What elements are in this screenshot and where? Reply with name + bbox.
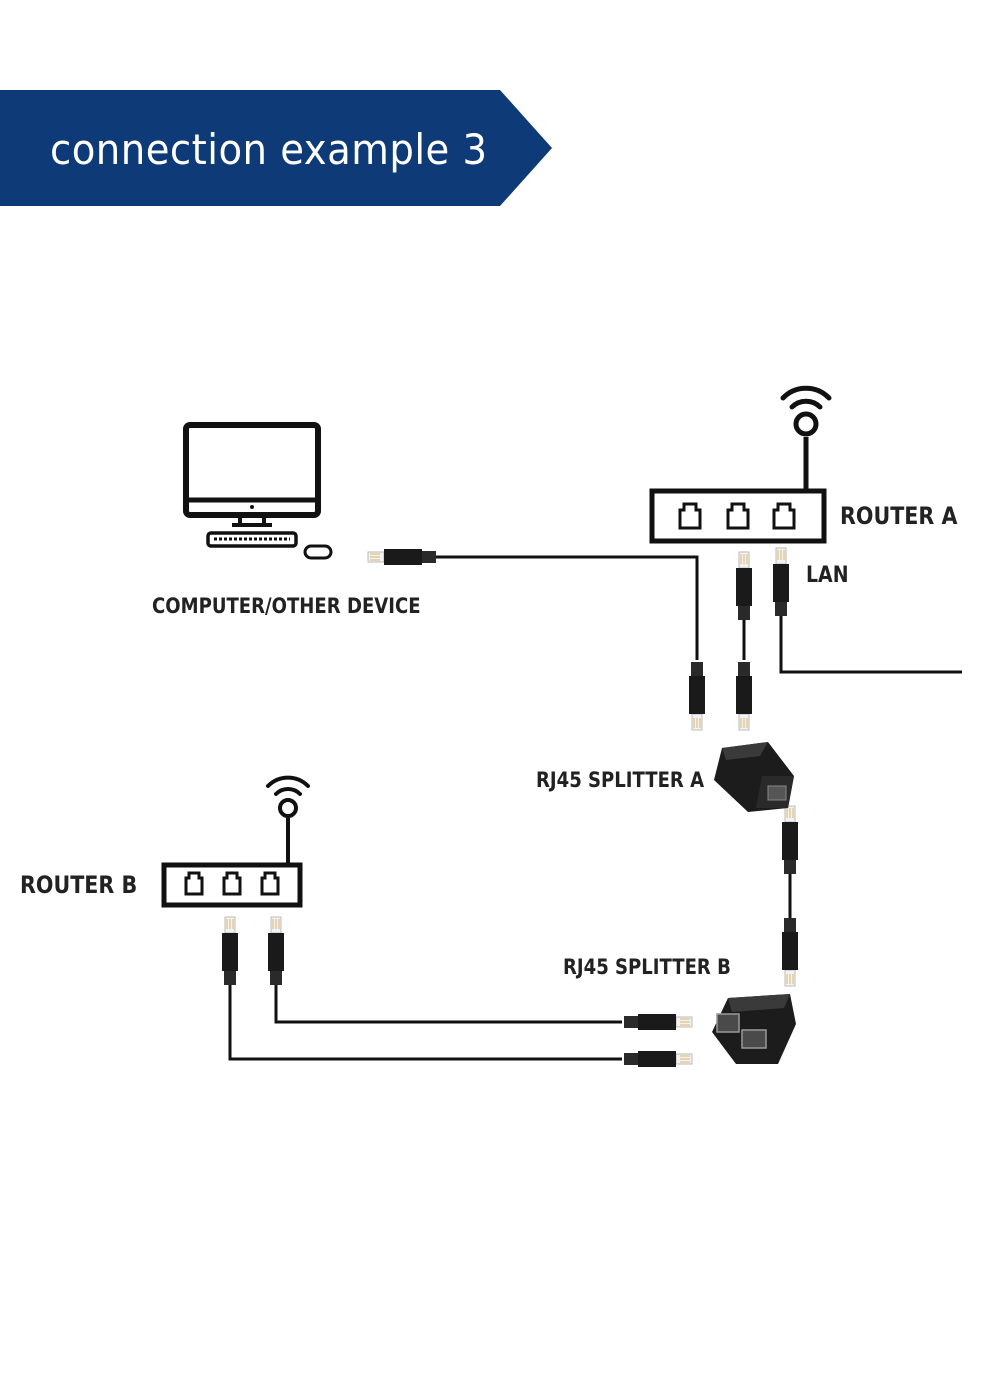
rj45-plug-icon — [368, 549, 436, 565]
computer-icon — [183, 422, 333, 560]
splitter-b-label: RJ45 SPLITTER B — [563, 955, 731, 979]
rj45-plug-icon — [781, 805, 799, 875]
splitter-a-label: RJ45 SPLITTER A — [536, 768, 705, 792]
rj45-splitter-a-icon — [714, 742, 794, 812]
rj45-plug-icon — [624, 1051, 692, 1067]
router-b-icon — [161, 775, 310, 908]
banner-title: connection example 3 — [50, 125, 488, 174]
router-b-label: ROUTER B — [20, 871, 138, 899]
rj45-plug-icon — [221, 916, 239, 986]
computer-label: COMPUTER/OTHER DEVICE — [152, 594, 421, 618]
rj45-plug-icon — [735, 551, 753, 621]
rj45-plug-icon — [689, 662, 705, 730]
rj45-splitter-b-icon — [712, 994, 796, 1064]
cables — [228, 555, 962, 1061]
rj45-plug-icon — [782, 918, 798, 986]
rj45-plug-icon — [736, 662, 752, 730]
lan-label: LAN — [806, 563, 849, 588]
title-banner — [0, 90, 552, 206]
rj45-plug-icon — [772, 547, 790, 617]
rj45-plug-icon — [624, 1014, 692, 1030]
rj45-plug-icon — [267, 916, 285, 986]
router-a-icon — [649, 385, 832, 544]
router-a-label: ROUTER A — [840, 502, 958, 530]
